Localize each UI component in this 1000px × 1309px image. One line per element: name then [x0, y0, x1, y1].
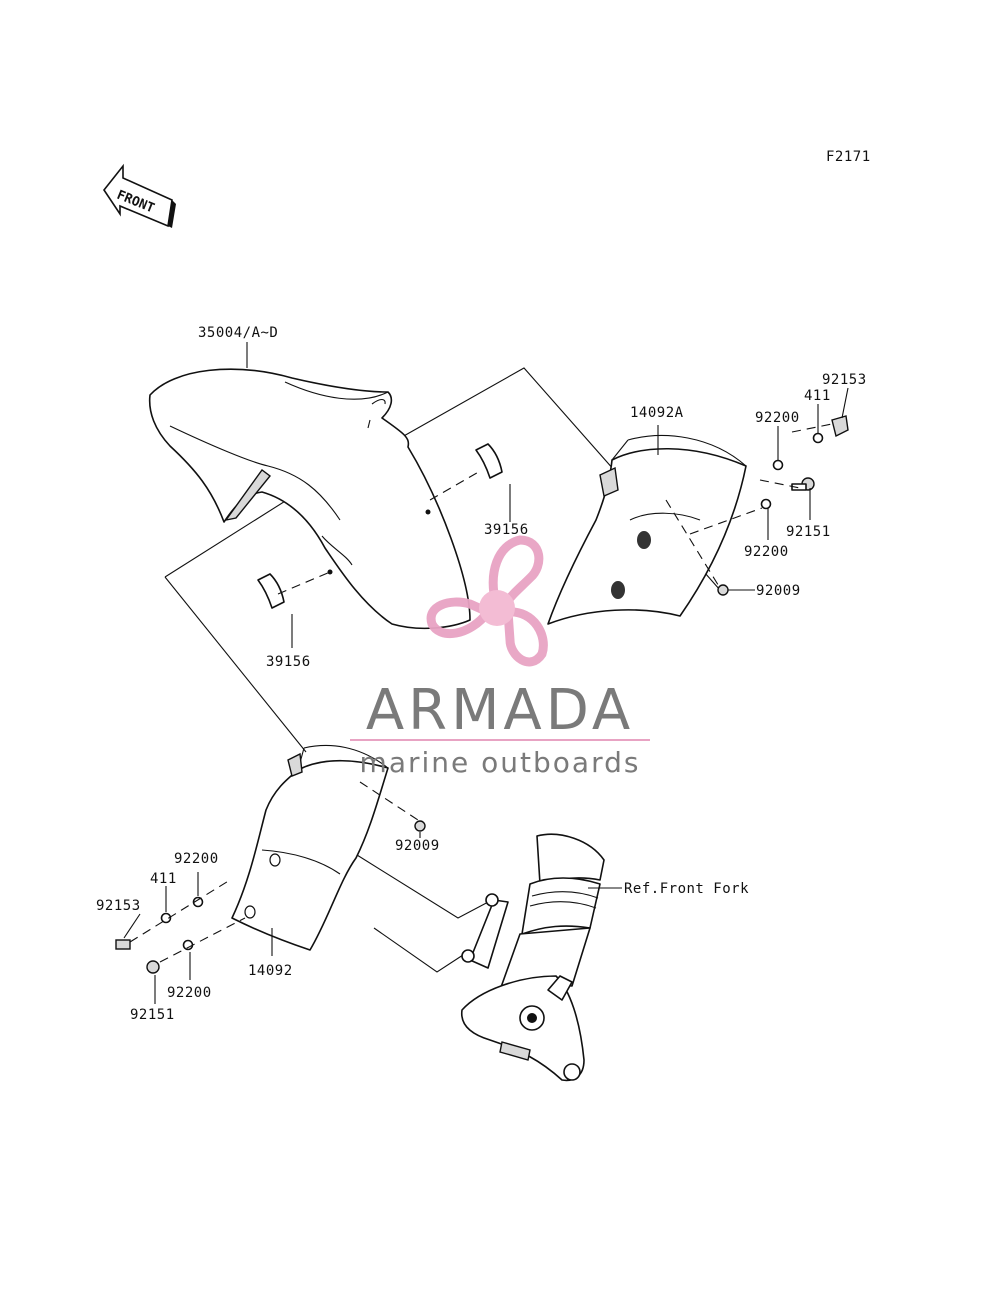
- front-fender: [148, 368, 471, 630]
- pad-lower: [257, 571, 331, 609]
- washer-92200-left-bottom-icon: [182, 939, 194, 951]
- label-right-92151: 92151: [786, 524, 831, 540]
- figure-code: F2171: [826, 149, 871, 165]
- label-front-fender: 35004/A~D: [198, 325, 278, 341]
- washer-411-left-icon: [160, 912, 172, 924]
- label-right-411: 411: [804, 388, 831, 404]
- label-left-92153: 92153: [96, 898, 141, 914]
- armada-logo: ARMADA marine outboards: [350, 535, 650, 779]
- fork-cover-left: [231, 744, 389, 951]
- label-right-92200-bottom: 92200: [744, 544, 789, 560]
- pad-upper: [429, 443, 503, 501]
- front-fork: [461, 833, 605, 1082]
- label-cover-right: 14092A: [630, 405, 684, 421]
- washer-411-right-icon: [812, 432, 824, 444]
- fork-cover-right: [547, 435, 747, 625]
- leader-lines: [123, 342, 849, 1004]
- front-arrow-icon: FRONT: [103, 163, 176, 228]
- label-left-411: 411: [150, 871, 177, 887]
- fasteners-right: [665, 415, 849, 596]
- label-screw-right: 92009: [756, 583, 801, 599]
- watermark-brand: ARMADA: [366, 678, 634, 743]
- label-screw-left: 92009: [395, 838, 440, 854]
- bolt-92153-right-icon: [831, 415, 849, 438]
- screw-92009-left-icon: [414, 820, 426, 832]
- screw-92009-right-icon: [717, 584, 729, 596]
- watermark-tagline: marine outboards: [360, 746, 641, 779]
- label-left-92200-top: 92200: [174, 851, 219, 867]
- propeller-icon: [426, 535, 548, 667]
- label-front-fork-ref: Ref.Front Fork: [624, 881, 749, 897]
- label-cover-left: 14092: [248, 963, 293, 979]
- label-pad-lower: 39156: [266, 654, 311, 670]
- label-left-92200-bottom: 92200: [167, 985, 212, 1001]
- label-right-92200-top: 92200: [755, 410, 800, 426]
- washer-92200-right-top-icon: [772, 459, 784, 471]
- label-right-92153: 92153: [822, 372, 867, 388]
- label-pad-upper: 39156: [484, 522, 529, 538]
- washer-92200-right-bottom-icon: [760, 498, 772, 510]
- screw-92151-left-icon: [146, 960, 160, 974]
- bolt-92153-left-icon: [115, 939, 131, 950]
- fasteners-left: [115, 781, 426, 974]
- label-left-92151: 92151: [130, 1007, 175, 1023]
